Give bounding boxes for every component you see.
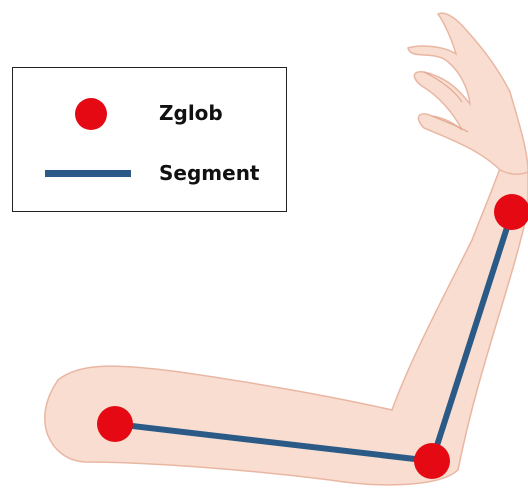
arm-body [44,167,528,486]
legend-item-segment: Segment [13,154,286,194]
segments [112,209,515,464]
joints [97,194,528,479]
red-dot-icon [75,98,107,130]
legend-label-segment: Segment [159,161,260,185]
joint-elbow [414,443,450,479]
hand [407,12,528,175]
segment-forearm [429,209,515,464]
palm-crease [423,71,469,133]
blue-line-icon [45,170,131,177]
joint-wrist [494,194,528,230]
legend-item-zglob: Zglob [13,94,286,134]
segment-upper-arm [112,421,435,464]
arm-illustration [44,12,528,486]
legend: Zglob Segment [12,67,287,212]
legend-label-zglob: Zglob [159,101,223,125]
joint-shoulder [97,406,133,442]
